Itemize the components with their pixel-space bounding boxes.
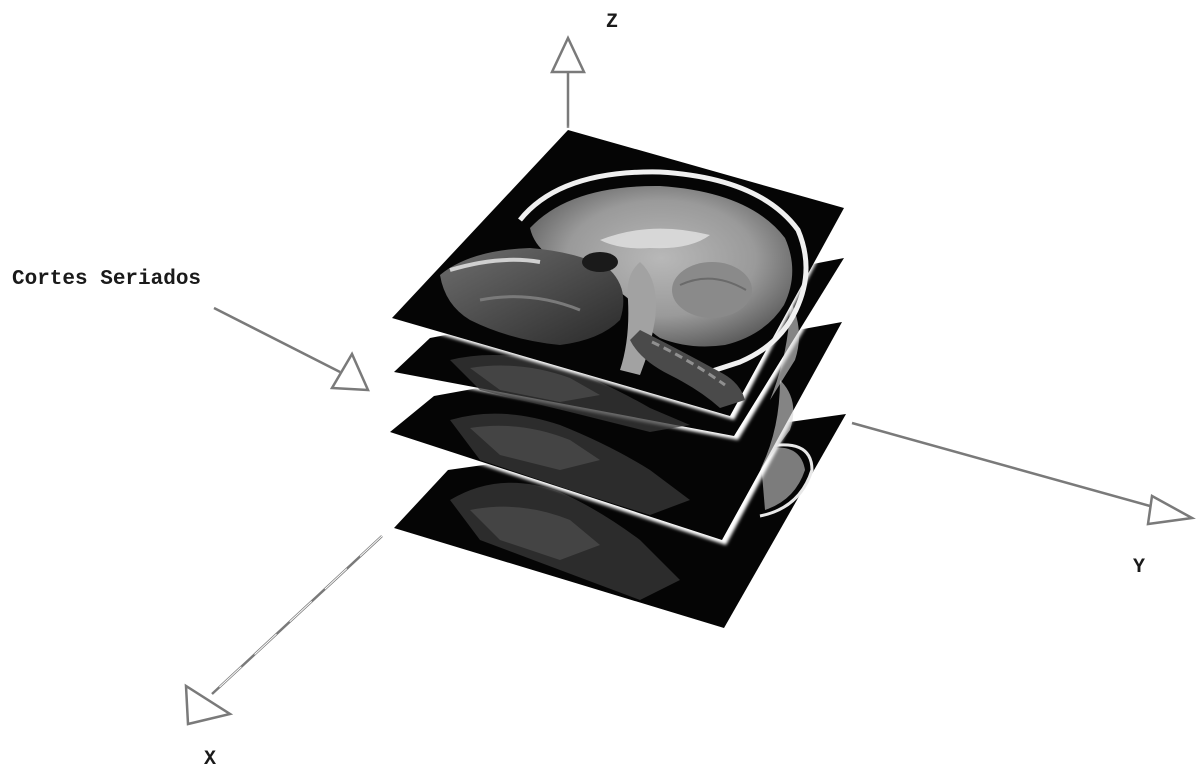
x-axis <box>186 536 382 724</box>
z-axis <box>552 38 584 128</box>
x-axis-label: X <box>204 748 216 770</box>
cortes-seriados-label: Cortes Seriados <box>12 268 201 291</box>
y-axis <box>852 423 1192 524</box>
annotation-pointer <box>214 308 368 390</box>
z-arrowhead-icon <box>552 38 584 72</box>
x-arrowhead-icon <box>186 686 230 724</box>
y-arrowhead-icon <box>1148 496 1192 524</box>
y-axis-label: Y <box>1133 556 1145 579</box>
z-axis-label: Z <box>606 11 618 34</box>
